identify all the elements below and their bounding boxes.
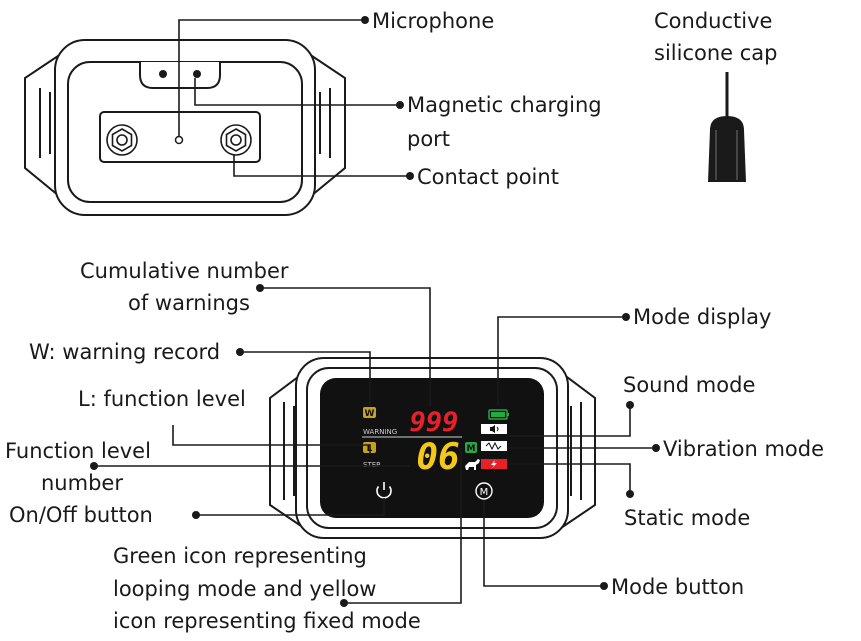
m-badge-text: M bbox=[467, 444, 476, 454]
conductive-cap-icon bbox=[708, 72, 746, 182]
l-level-label: L: function level bbox=[78, 387, 246, 411]
cumulative-label-2: of warnings bbox=[128, 291, 250, 315]
cumulative-label-1: Cumulative number bbox=[80, 259, 289, 283]
mode-button-glyph: M bbox=[480, 487, 489, 498]
warning-text: WARNING bbox=[363, 428, 397, 436]
step-text: STEP bbox=[363, 461, 380, 469]
vibration-mode-icon bbox=[481, 441, 507, 451]
w-record-label: W: warning record bbox=[29, 340, 220, 364]
microphone-label: Microphone bbox=[372, 9, 494, 33]
w-badge-text: W bbox=[365, 409, 375, 419]
mode-button[interactable]: M bbox=[475, 482, 493, 500]
static-mode-label: Static mode bbox=[624, 506, 750, 530]
m-badge bbox=[465, 442, 477, 453]
collar-back-view bbox=[24, 39, 346, 216]
sound-mode-icon bbox=[481, 424, 507, 434]
magnetic-port-label-1: Magnetic charging bbox=[407, 93, 602, 117]
charging-pin-right bbox=[193, 70, 201, 78]
function-level-display: 06 bbox=[416, 437, 459, 478]
w-badge bbox=[363, 407, 376, 418]
green-icon-label-3: icon representing fixed mode bbox=[113, 609, 421, 633]
static-mode-icon bbox=[481, 459, 507, 469]
function-level-label-2: number bbox=[41, 471, 123, 495]
charging-pin-left bbox=[159, 70, 167, 78]
battery-icon bbox=[488, 409, 509, 420]
dog-icon bbox=[465, 459, 480, 470]
conductive-cap-label-2: silicone cap bbox=[654, 41, 778, 65]
mode-display-label: Mode display bbox=[633, 305, 771, 329]
green-icon-label-1: Green icon representing bbox=[113, 544, 367, 568]
conductive-cap-label-1: Conductive bbox=[654, 9, 772, 33]
charging-port-notch bbox=[139, 62, 221, 89]
power-button[interactable] bbox=[376, 482, 392, 499]
bottom-leaders bbox=[90, 284, 660, 607]
magnetic-port-label-2: port bbox=[407, 127, 450, 151]
contact-point-left bbox=[106, 124, 138, 156]
sound-mode-label: Sound mode bbox=[623, 373, 755, 397]
on-off-label: On/Off button bbox=[9, 503, 153, 527]
green-icon-label-2: looping mode and yellow bbox=[113, 577, 376, 601]
microphone-hole bbox=[174, 135, 184, 145]
warning-count-display: 999 bbox=[410, 407, 459, 438]
contact-point-right bbox=[220, 124, 252, 156]
function-level-label-1: Function level bbox=[5, 439, 151, 463]
contact-point-label: Contact point bbox=[417, 165, 559, 189]
power-icon bbox=[376, 486, 392, 499]
top-leaders bbox=[178, 16, 414, 180]
vibration-mode-label: Vibration mode bbox=[663, 437, 824, 461]
mode-button-label: Mode button bbox=[611, 575, 744, 599]
